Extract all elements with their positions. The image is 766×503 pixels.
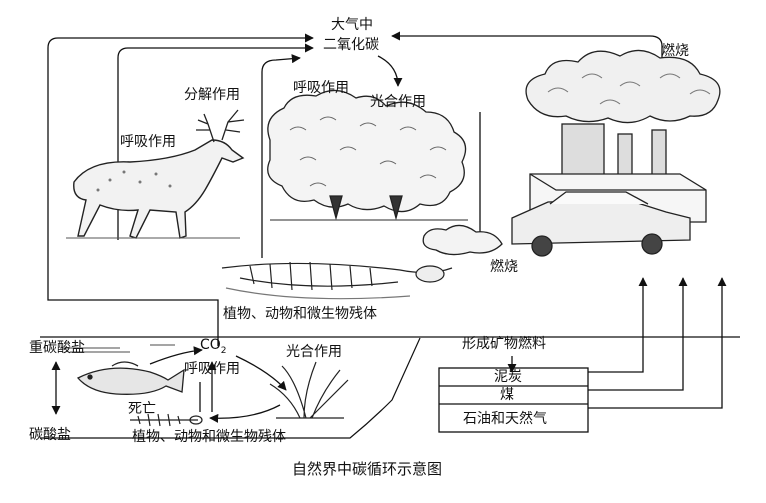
arrow-photosynthesis-water	[235, 355, 287, 391]
atmosphere-label: 大气中	[331, 17, 373, 33]
photosynthesis-land-label: 光合作用	[370, 94, 426, 110]
arrow-remains-water	[209, 404, 281, 423]
fossil-fuel-strata	[438, 367, 589, 433]
respiration-water-label: 呼吸作用	[184, 361, 240, 377]
respiration-plant-label: 呼吸作用	[293, 80, 349, 96]
trees-drawing	[267, 89, 468, 221]
arrow-fish-respiration	[149, 346, 203, 365]
fossil-fuel-formation-label: 形成矿物燃料	[462, 336, 546, 352]
coal-label: 煤	[500, 387, 514, 403]
arrow-decomposition	[117, 43, 314, 240]
co2-water-label: CO2	[200, 338, 227, 356]
fish-drawing	[76, 361, 185, 395]
arrow-peat-up	[588, 277, 648, 373]
peat-label: 泥炭	[494, 369, 522, 385]
ground-lines	[40, 336, 740, 439]
co2-text: CO	[200, 337, 221, 353]
arrow-plant-respiration	[261, 54, 301, 258]
combustion-factory-label: 燃烧	[661, 43, 689, 59]
co2-subscript: 2	[220, 345, 227, 356]
photosynthesis-water-label: 光合作用	[286, 344, 342, 360]
figure-caption: 自然界中碳循环示意图	[292, 460, 443, 478]
oil-gas-label: 石油和天然气	[463, 411, 547, 427]
arrow-water-to-atmosphere	[47, 33, 314, 346]
combustion-car-label: 燃烧	[490, 259, 518, 275]
arrow-combustion	[391, 31, 663, 112]
land-remains-label: 植物、动物和微生物残体	[223, 306, 377, 322]
death-label: 死亡	[128, 401, 156, 417]
cycle-arrows	[47, 31, 727, 423]
deer-drawing	[66, 109, 245, 239]
decomposition-label: 分解作用	[184, 87, 240, 103]
bicarbonate-label: 重碳酸盐	[29, 340, 85, 356]
atmosphere-co2-label: 二氧化碳	[323, 37, 379, 53]
respiration-animal-label: 呼吸作用	[120, 134, 176, 150]
car-drawing	[422, 191, 691, 257]
land-remains-drawing	[221, 261, 453, 300]
fish-skeleton-drawing	[130, 413, 203, 427]
arrow-photosynthesis-land	[377, 55, 403, 87]
deer-antlers	[196, 109, 245, 143]
carbonate-label: 碳酸盐	[29, 427, 71, 443]
water-remains-label: 植物、动物和微生物残体	[132, 429, 286, 445]
water-plant-drawing	[269, 361, 349, 419]
